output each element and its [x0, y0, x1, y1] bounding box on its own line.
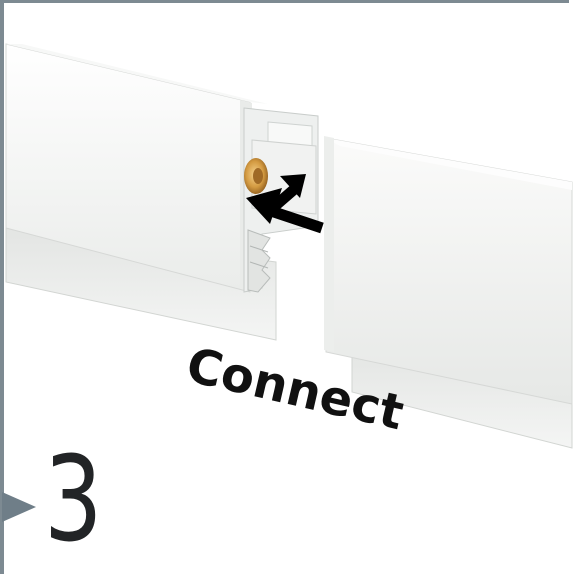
step-number: 3: [44, 440, 99, 558]
frame-left-border: [0, 0, 4, 574]
triangle-right-icon: [2, 492, 36, 522]
frame-top-border: [0, 0, 573, 3]
